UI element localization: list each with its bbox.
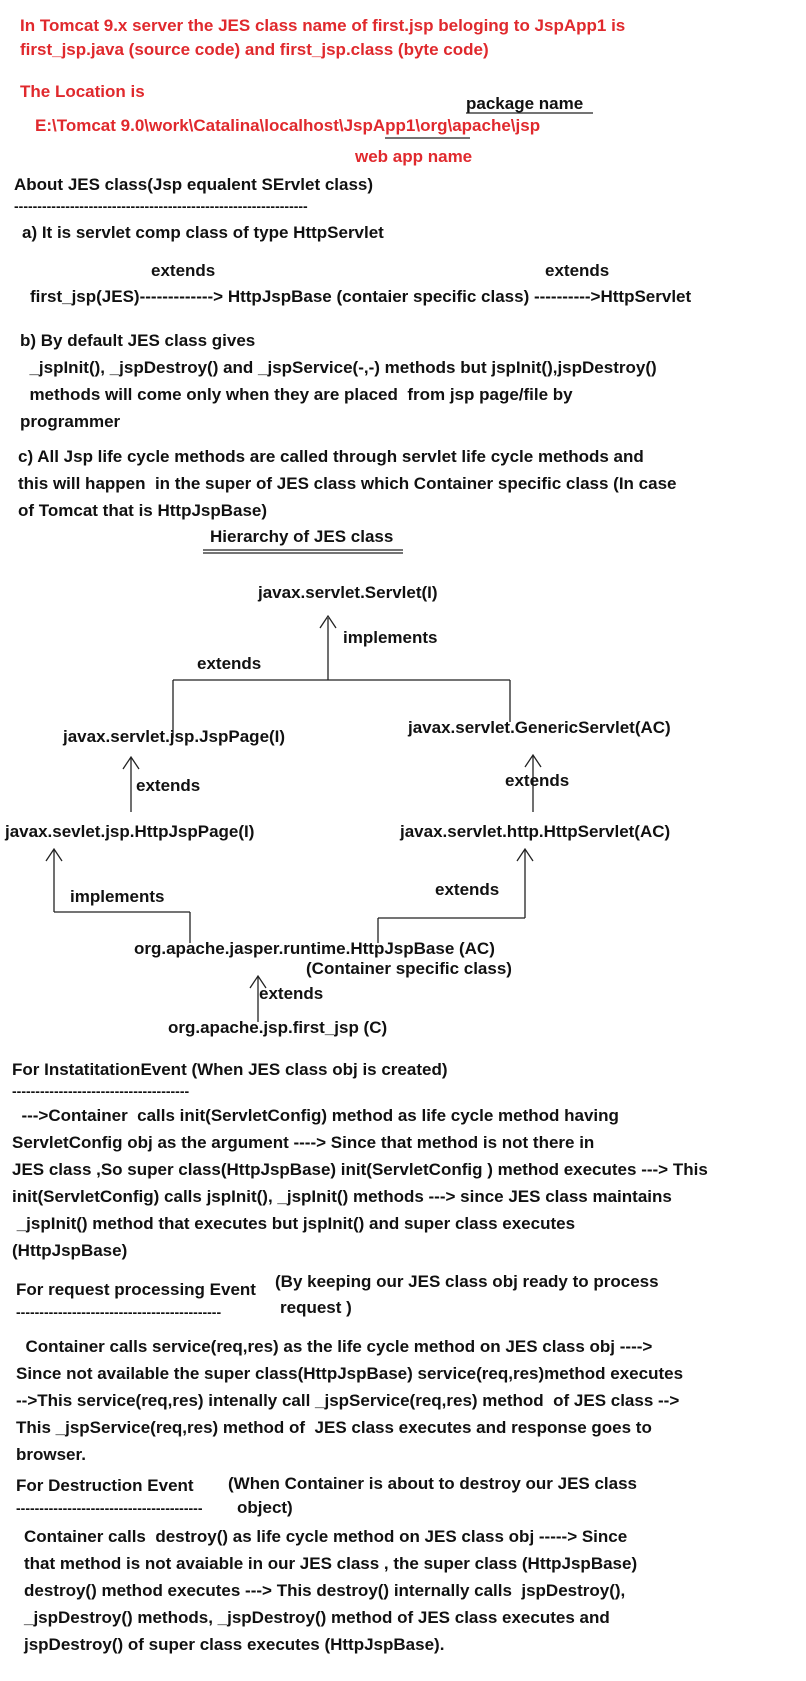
destruction-line: _jspDestroy() methods, _jspDestroy() met…	[24, 1608, 610, 1627]
request-line: browser.	[16, 1445, 86, 1464]
request-line: -->This service(req,res) intenally call …	[16, 1391, 680, 1410]
destruction-title: For Destruction Event	[16, 1476, 194, 1495]
point-b-line: methods will come only when they are pla…	[20, 385, 573, 404]
about-title: About JES class(Jsp equalent SErvlet cla…	[14, 175, 374, 194]
request-line: Since not available the super class(Http…	[16, 1364, 684, 1383]
instantiation-line: JES class ,So super class(HttpJspBase) i…	[12, 1160, 708, 1179]
package-name-label: package name	[466, 94, 584, 113]
chain-extends-2: extends	[545, 261, 610, 280]
header-line-1: In Tomcat 9.x server the JES class name …	[20, 16, 626, 35]
about-rule: ----------------------------------------…	[14, 198, 308, 214]
node-jsp-page: javax.servlet.jsp.JspPage(I)	[63, 727, 286, 746]
instantiation-line: init(ServletConfig) calls jspInit(), _js…	[12, 1187, 672, 1206]
label-extends-left-top: extends	[197, 654, 262, 673]
node-servlet: javax.servlet.Servlet(I)	[258, 583, 438, 602]
request-note-1: (By keeping our JES class obj ready to p…	[275, 1272, 659, 1291]
point-a: a) It is servlet comp class of type Http…	[22, 223, 384, 242]
chain-extends-1: extends	[151, 261, 216, 280]
request-line: This _jspService(req,res) method of JES …	[16, 1418, 652, 1437]
instantiation-rule: --------------------------------------	[12, 1083, 190, 1099]
label-extends-bottom: extends	[259, 984, 324, 1003]
instantiation-line: ServletConfig obj as the argument ----> …	[12, 1133, 595, 1152]
destruction-line: Container calls destroy() as life cycle …	[24, 1527, 628, 1546]
destruction-note-1: (When Container is about to destroy our …	[228, 1474, 638, 1493]
httpservlet-arrowhead	[516, 847, 534, 862]
destruction-line: destroy() method executes ---> This dest…	[24, 1581, 626, 1600]
destruction-line: that method is not avaiable in our JES c…	[24, 1554, 638, 1573]
hierarchy-title: Hierarchy of JES class	[210, 527, 394, 546]
request-body: Container calls service(req,res) as the …	[16, 1333, 806, 1468]
point-b-line: _jspInit(), _jspDestroy() and _jspServic…	[20, 358, 657, 377]
point-c-line: of Tomcat that is HttpJspBase)	[18, 501, 268, 520]
httpjsppage-arrowhead	[45, 847, 63, 862]
request-rule: ----------------------------------------…	[16, 1304, 222, 1320]
inheritance-chain: first_jsp(JES)-------------> HttpJspBase…	[30, 287, 692, 306]
destruction-body: Container calls destroy() as life cycle …	[24, 1523, 804, 1658]
genericservlet-arrowhead	[524, 753, 542, 768]
node-http-servlet: javax.servlet.http.HttpServlet(AC)	[400, 822, 671, 841]
point-b: b) By default JES class gives _jspInit()…	[20, 327, 800, 435]
instantiation-line: (HttpJspBase)	[12, 1241, 128, 1260]
label-container-specific: (Container specific class)	[306, 959, 512, 978]
point-c: c) All Jsp life cycle methods are called…	[18, 443, 798, 524]
instantiation-line: --->Container calls init(ServletConfig) …	[12, 1106, 619, 1125]
label-implements-bottom: implements	[70, 887, 165, 906]
point-b-line: b) By default JES class gives	[20, 331, 256, 350]
label-extends-right-bottom: extends	[435, 880, 500, 899]
point-c-line: c) All Jsp life cycle methods are called…	[18, 447, 644, 466]
request-line: Container calls service(req,res) as the …	[16, 1337, 653, 1356]
request-title: For request processing Event	[16, 1280, 256, 1299]
node-http-jsp-base: org.apache.jasper.runtime.HttpJspBase (A…	[134, 939, 495, 958]
instantiation-line: _jspInit() method that executes but jspI…	[12, 1214, 576, 1233]
instantiation-title: For InstatitationEvent (When JES class o…	[12, 1060, 448, 1079]
instantiation-body: --->Container calls init(ServletConfig) …	[12, 1102, 802, 1264]
node-first-jsp: org.apache.jsp.first_jsp (C)	[168, 1018, 388, 1037]
point-b-line: programmer	[20, 412, 121, 431]
node-generic-servlet: javax.servlet.GenericServlet(AC)	[408, 718, 671, 737]
label-implements-top: implements	[343, 628, 438, 647]
destruction-line: jspDestroy() of super class executes (Ht…	[24, 1635, 445, 1654]
httpjspbase-arrowhead	[249, 974, 267, 989]
destruction-note-2: object)	[237, 1498, 293, 1517]
point-c-line: this will happen in the super of JES cla…	[18, 474, 677, 493]
jsppage-arrowhead	[122, 755, 140, 770]
destruction-rule: ----------------------------------------	[16, 1500, 203, 1516]
request-note-2: request )	[280, 1298, 352, 1317]
header-line-2: first_jsp.java (source code) and first_j…	[20, 40, 489, 59]
servlet-arrowhead	[319, 614, 337, 629]
location-path: E:\Tomcat 9.0\work\Catalina\localhost\Js…	[35, 116, 541, 135]
label-extends-left-mid: extends	[136, 776, 201, 795]
node-http-jsp-page: javax.sevlet.jsp.HttpJspPage(I)	[5, 822, 255, 841]
location-label: The Location is	[20, 82, 145, 101]
web-app-name-label: web app name	[355, 147, 473, 166]
label-extends-right-mid: extends	[505, 771, 570, 790]
